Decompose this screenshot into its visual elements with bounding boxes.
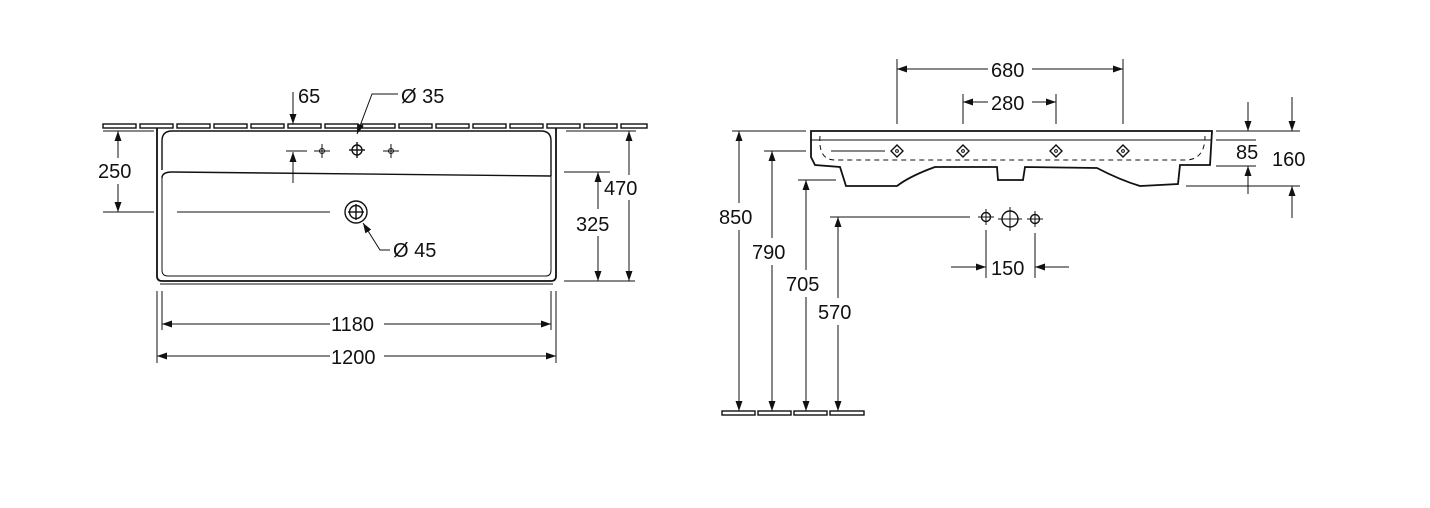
side-hole-4 [1116, 144, 1130, 158]
waste-marker-right [1027, 211, 1043, 227]
side-hole-1 [890, 144, 904, 158]
drain-marker [344, 200, 368, 224]
dim-1200: 1200 [331, 347, 376, 369]
wall-line-top [102, 123, 648, 129]
dim-tap-hole: Ø 35 [401, 86, 444, 108]
side-basin-outline [810, 130, 1213, 187]
basin-outline [156, 128, 557, 282]
dim-470: 470 [604, 178, 637, 200]
tap-hole-marker [349, 142, 365, 158]
dim-85: 85 [1236, 142, 1258, 164]
basin-inner-top [161, 130, 552, 176]
dim-160: 160 [1272, 149, 1305, 171]
dim-325: 325 [576, 214, 609, 236]
dim-150: 150 [991, 258, 1024, 280]
dim-570: 570 [818, 302, 851, 324]
optional-hole-right [383, 144, 399, 158]
waste-marker-left [978, 209, 994, 225]
side-hole-3 [1049, 144, 1063, 158]
side-basin-inner [819, 135, 1206, 161]
waste-marker-center [998, 207, 1022, 231]
dim-250: 250 [98, 161, 131, 183]
dim-overflow: Ø 45 [393, 240, 436, 262]
side-hole-2 [956, 144, 970, 158]
dim-850: 850 [719, 207, 752, 229]
dim-790: 790 [752, 242, 785, 264]
dim-280: 280 [991, 93, 1024, 115]
dim-705: 705 [786, 274, 819, 296]
side-view: 680 280 85 160 850 [719, 59, 1305, 416]
basin-inner-side [161, 176, 552, 277]
dim-1180: 1180 [331, 314, 374, 336]
floor-line [721, 410, 865, 416]
dim-65: 65 [298, 86, 320, 108]
optional-hole-left [314, 144, 330, 158]
basin-bowl-edge [161, 171, 552, 179]
dim-680: 680 [991, 60, 1024, 82]
front-view: 65 Ø 35 250 Ø 45 325 470 1180 1200 [98, 86, 648, 369]
